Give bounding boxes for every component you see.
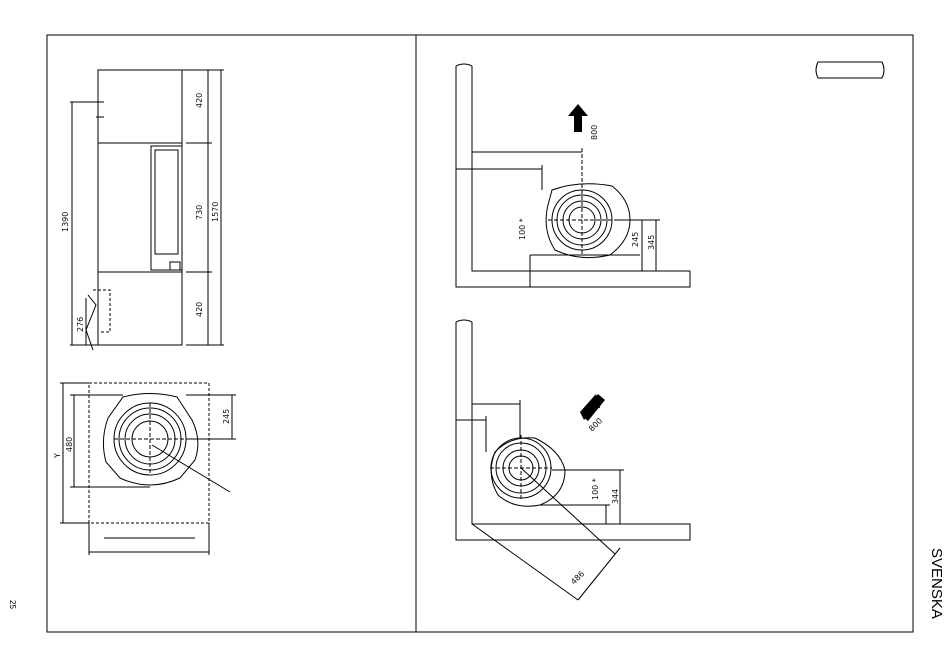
dim-plan-480: 480 [65,437,74,452]
page-number-label: 25 [8,600,17,609]
dim-corner-486: 486 [569,569,586,586]
wall-installation-diagram [456,62,884,287]
page-number: 25 [4,596,22,614]
dim-corner-344: 344 [611,489,620,504]
dim-top-420: 420 [195,93,204,108]
dim-plan-y: Y [53,453,62,459]
language-tab-label: SVENSKA [928,548,945,619]
corner-installation-diagram [456,320,690,600]
language-tab: SVENSKA [918,548,950,638]
dim-plan-245: 245 [222,409,231,424]
dim-middle-730: 730 [195,205,204,220]
dim-corner-100: 100 * [591,478,600,500]
page-frame [47,35,913,632]
dim-wall-345: 345 [647,235,656,250]
dim-overall-1570: 1570 [211,202,220,222]
dim-bottom-420: 420 [195,302,204,317]
stove-plan-view [60,383,236,555]
front-arrow-icon [568,104,588,132]
dim-inlet-276: 276 [76,317,85,332]
dim-wall-100: 100 * [518,218,527,240]
dim-wall-800: 800 [590,125,599,140]
dim-wall-245: 245 [631,232,640,247]
dim-outlet-1390: 1390 [61,212,70,232]
